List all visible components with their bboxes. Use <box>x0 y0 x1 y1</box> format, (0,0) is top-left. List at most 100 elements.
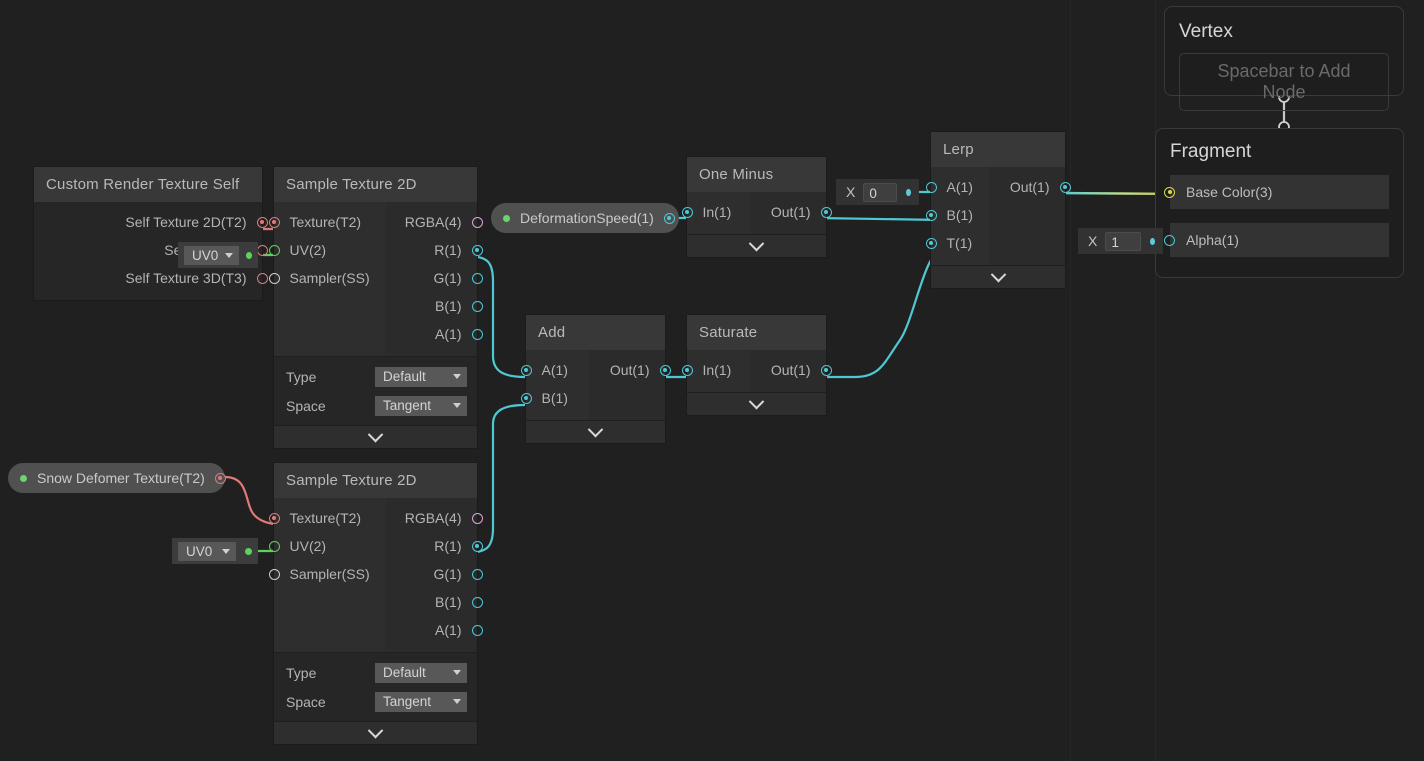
port-row-rgba[interactable]: RGBA(4) <box>385 208 483 236</box>
space-dropdown[interactable]: Tangent <box>375 395 467 416</box>
float-value-field[interactable]: 0 <box>863 182 898 202</box>
uv0-dropdown-widget-bottom[interactable]: UV0 <box>172 538 258 564</box>
port-in[interactable] <box>681 206 693 218</box>
setting-type[interactable]: Type Default <box>286 365 467 388</box>
port-texture[interactable] <box>268 216 280 228</box>
port-self-texture-3d[interactable] <box>256 272 268 284</box>
node-collapse-toggle[interactable] <box>931 265 1065 288</box>
port-row-r[interactable]: R(1) <box>385 236 483 264</box>
port-row-rgba[interactable]: RGBA(4) <box>385 504 483 532</box>
float-output-dot[interactable] <box>906 188 911 196</box>
node-collapse-toggle[interactable] <box>274 721 477 744</box>
port-row-b[interactable]: B(1) <box>925 201 989 229</box>
port-row-self-texture-2d[interactable]: Self Texture 2D(T2) <box>34 208 268 236</box>
space-dropdown[interactable]: Tangent <box>375 691 467 712</box>
port-base-color[interactable] <box>1164 186 1175 198</box>
master-stack-fragment[interactable]: Fragment Base Color(3) Alpha(1) <box>1155 128 1404 278</box>
port-out-texture[interactable] <box>214 472 226 484</box>
node-collapse-toggle[interactable] <box>526 420 665 443</box>
port-row-a[interactable]: A(1) <box>385 320 483 348</box>
node-one-minus[interactable]: One Minus In(1) Out(1) <box>681 156 832 258</box>
setting-space[interactable]: Space Tangent <box>286 690 467 713</box>
port-r[interactable] <box>471 540 483 552</box>
port-row-uv[interactable]: UV(2) <box>268 236 385 264</box>
port-out[interactable] <box>659 364 671 376</box>
port-b[interactable] <box>925 209 937 221</box>
port-alpha[interactable] <box>1164 234 1175 246</box>
port-row-b[interactable]: B(1) <box>385 588 483 616</box>
master-stack-vertex[interactable]: Vertex Spacebar to Add Node <box>1164 6 1404 111</box>
port-row-a[interactable]: A(1) <box>925 173 989 201</box>
port-uv[interactable] <box>268 540 280 552</box>
float-value-field[interactable]: 1 <box>1105 231 1142 251</box>
node-add[interactable]: Add A(1) B(1) Out(1) <box>520 314 671 444</box>
port-in[interactable] <box>681 364 693 376</box>
port-row-out[interactable]: Out(1) <box>589 356 671 384</box>
port-out-float[interactable] <box>663 212 675 224</box>
port-b[interactable] <box>471 596 483 608</box>
float-output-dot[interactable] <box>1150 237 1155 245</box>
block-base-color[interactable]: Base Color(3) <box>1164 175 1389 209</box>
block-alpha[interactable]: Alpha(1) <box>1164 223 1389 257</box>
port-self-texture-cube[interactable] <box>256 244 268 256</box>
property-node-snow-deformer-texture[interactable]: Snow Defomer Texture(T2) <box>8 463 226 493</box>
port-a[interactable] <box>471 624 483 636</box>
port-t[interactable] <box>925 237 937 249</box>
port-sampler[interactable] <box>268 272 280 284</box>
node-collapse-toggle[interactable] <box>687 234 826 257</box>
port-row-a[interactable]: A(1) <box>520 356 589 384</box>
port-row-b[interactable]: B(1) <box>520 384 589 412</box>
uv-output-dot[interactable] <box>245 547 252 555</box>
port-row-b[interactable]: B(1) <box>385 292 483 320</box>
port-out[interactable] <box>820 206 832 218</box>
property-node-deformation-speed[interactable]: DeformationSpeed(1) <box>491 203 679 233</box>
vertex-add-node-placeholder[interactable]: Spacebar to Add Node <box>1179 53 1389 111</box>
port-texture[interactable] <box>268 512 280 524</box>
port-b[interactable] <box>471 300 483 312</box>
node-sample-texture-2d-top[interactable]: Sample Texture 2D Texture(T2) UV(2) Samp… <box>268 166 483 449</box>
node-custom-render-texture-self[interactable]: Custom Render Texture Self Self Texture … <box>33 166 268 301</box>
setting-space[interactable]: Space Tangent <box>286 394 467 417</box>
port-row-g[interactable]: G(1) <box>385 560 483 588</box>
float-input-lerp-a[interactable]: X 0 <box>836 179 919 205</box>
port-a[interactable] <box>471 328 483 340</box>
uv-output-dot[interactable] <box>245 251 252 259</box>
port-a[interactable] <box>520 364 532 376</box>
port-row-r[interactable]: R(1) <box>385 532 483 560</box>
node-collapse-toggle[interactable] <box>274 425 477 448</box>
port-row-texture[interactable]: Texture(T2) <box>268 208 385 236</box>
port-a[interactable] <box>925 181 937 193</box>
port-row-in[interactable]: In(1) <box>681 356 750 384</box>
port-row-out[interactable]: Out(1) <box>989 173 1071 201</box>
uv-channel-dropdown-top[interactable]: UV0 <box>184 245 239 265</box>
node-sample-texture-2d-bottom[interactable]: Sample Texture 2D Texture(T2) UV(2) Samp… <box>268 462 483 745</box>
port-rgba[interactable] <box>471 216 483 228</box>
port-out[interactable] <box>820 364 832 376</box>
port-row-uv[interactable]: UV(2) <box>268 532 385 560</box>
port-sampler[interactable] <box>268 568 280 580</box>
port-row-in[interactable]: In(1) <box>681 198 750 226</box>
port-row-sampler[interactable]: Sampler(SS) <box>268 560 385 588</box>
port-rgba[interactable] <box>471 512 483 524</box>
node-saturate[interactable]: Saturate In(1) Out(1) <box>681 314 832 416</box>
type-dropdown[interactable]: Default <box>375 662 467 683</box>
port-row-self-texture-3d[interactable]: Self Texture 3D(T3) <box>34 264 268 292</box>
port-row-a[interactable]: A(1) <box>385 616 483 644</box>
type-dropdown[interactable]: Default <box>375 366 467 387</box>
port-row-out[interactable]: Out(1) <box>750 198 832 226</box>
uv-channel-dropdown-bottom[interactable]: UV0 <box>178 541 236 561</box>
port-row-g[interactable]: G(1) <box>385 264 483 292</box>
port-b[interactable] <box>520 392 532 404</box>
port-self-texture-2d[interactable] <box>256 216 268 228</box>
float-input-alpha[interactable]: X 1 <box>1078 228 1163 254</box>
port-out[interactable] <box>1059 181 1071 193</box>
port-row-texture[interactable]: Texture(T2) <box>268 504 385 532</box>
port-row-sampler[interactable]: Sampler(SS) <box>268 264 385 292</box>
port-g[interactable] <box>471 272 483 284</box>
port-r[interactable] <box>471 244 483 256</box>
port-row-t[interactable]: T(1) <box>925 229 989 257</box>
port-row-out[interactable]: Out(1) <box>750 356 832 384</box>
node-collapse-toggle[interactable] <box>687 392 826 415</box>
port-uv[interactable] <box>268 244 280 256</box>
